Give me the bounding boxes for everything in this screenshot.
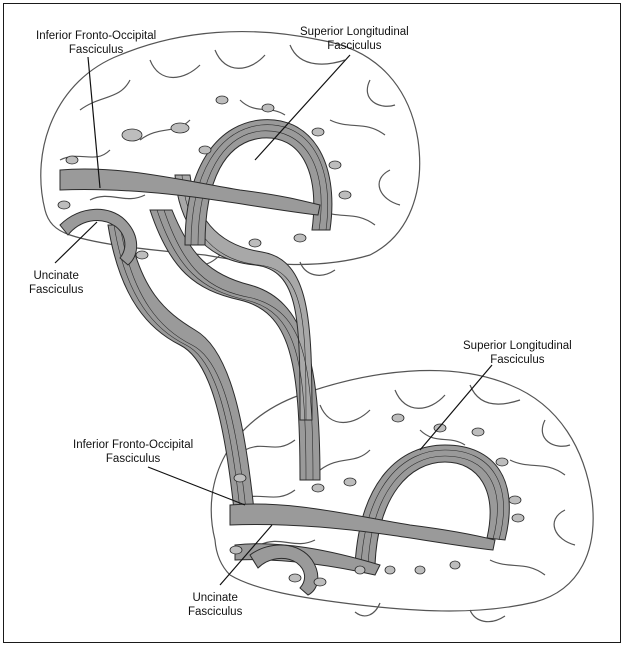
leader-top-uf bbox=[54, 221, 98, 264]
figure-frame bbox=[3, 3, 621, 643]
label-top-uncinate: Uncinate Fasciculus bbox=[29, 270, 84, 296]
connecting-fibre-bundles bbox=[107, 174, 321, 521]
label-top-inferior-fronto-occipital: Inferior Fronto-Occipital Fasciculus bbox=[36, 30, 157, 56]
leader-top-slf bbox=[254, 54, 351, 161]
label-bottom-uncinate: Uncinate Fasciculus bbox=[188, 592, 243, 618]
lower-brain-tracts bbox=[229, 413, 525, 596]
label-bottom-superior-longitudinal: Superior Longitudinal Fasciculus bbox=[463, 340, 572, 366]
leader-top-ifo bbox=[87, 56, 101, 189]
leader-bot-slf bbox=[419, 364, 493, 451]
leader-lines bbox=[54, 54, 493, 586]
label-bottom-inferior-fronto-occipital: Inferior Fronto-Occipital Fasciculus bbox=[73, 439, 194, 465]
label-top-superior-longitudinal: Superior Longitudinal Fasciculus bbox=[300, 26, 409, 52]
lower-brain-outline bbox=[210, 369, 594, 623]
leader-bot-uf bbox=[219, 524, 273, 586]
upper-brain-tracts bbox=[57, 95, 352, 266]
leader-bot-ifo bbox=[147, 466, 246, 506]
